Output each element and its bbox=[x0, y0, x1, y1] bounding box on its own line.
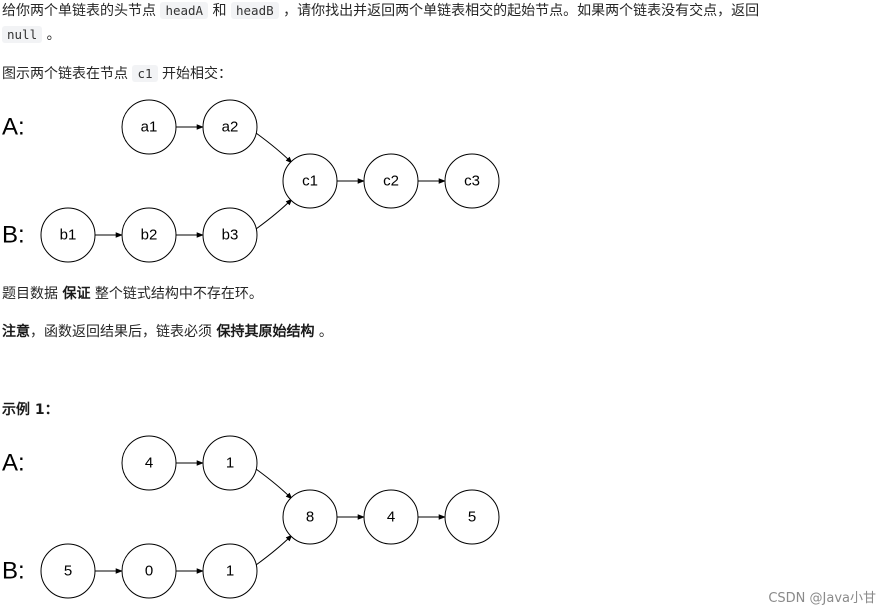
diagram1-list-b-node-2-label: b3 bbox=[222, 227, 239, 244]
diagram2-list-a-label: A: bbox=[2, 450, 25, 477]
diagram2-shared-node-2: 5 bbox=[444, 489, 500, 545]
diagram2-list-b-node-1: 0 bbox=[121, 543, 177, 599]
code-null: null bbox=[2, 26, 43, 43]
problem-intro-line1: 给你两个单链表的头节点 headA 和 headB ，请你找出并返回两个单链表相… bbox=[2, 2, 760, 19]
note-text: 注意，函数返回结果后，链表必须 保持其原始结构 。 bbox=[2, 324, 333, 340]
diagram1-list-a-node-1: a2 bbox=[202, 99, 258, 155]
diagram2-list-b-node-2: 1 bbox=[202, 543, 258, 599]
diagram2-shared-node-1-label: 4 bbox=[387, 509, 395, 526]
diagram1-list-b-node-1-circle bbox=[121, 207, 177, 263]
diagram2-list-a-node-1-circle bbox=[202, 435, 258, 491]
diagram1-shared-node-0-label: c1 bbox=[302, 173, 318, 190]
diagram1-list-a-node-0: a1 bbox=[121, 99, 177, 155]
diagram2-shared-node-1: 4 bbox=[363, 489, 419, 545]
diagram2-shared-node-0: 8 bbox=[282, 489, 338, 545]
diagram1-list-a-label: A: bbox=[2, 114, 25, 141]
diagram1-shared-node-2-label: c3 bbox=[464, 173, 480, 190]
guarantee-bold: 保证 bbox=[62, 286, 91, 302]
diagram2-shared-node-2-circle bbox=[444, 489, 500, 545]
diagram2-merge-edge-a bbox=[255, 468, 293, 500]
diagram1-list-a-node-0-circle bbox=[121, 99, 177, 155]
diagram1-list-b-node-2-circle bbox=[202, 207, 258, 263]
diagram2-shared-node-0-circle bbox=[282, 489, 338, 545]
diagram1-shared-node-1-circle bbox=[363, 153, 419, 209]
code-head-b: headB bbox=[231, 2, 279, 19]
diagram2-list-a-node-0-label: 4 bbox=[145, 455, 153, 472]
diagram2-list-a-node-1-label: 1 bbox=[226, 455, 234, 472]
diagram2-shared-node-1-circle bbox=[363, 489, 419, 545]
diagram2-list-b-label: B: bbox=[2, 558, 25, 585]
diagram1-list-b-node-1-label: b2 bbox=[141, 227, 158, 244]
diagram1-list-b-label: B: bbox=[2, 222, 25, 249]
example-1-title: 示例 1： bbox=[2, 402, 59, 418]
diagram2-list-a-node-1: 1 bbox=[202, 435, 258, 491]
guarantee-text: 题目数据 保证 整个链式结构中不存在环。 bbox=[2, 286, 263, 302]
diagram1-list-b-node-0-circle bbox=[40, 207, 96, 263]
diagram1-shared-node-2-circle bbox=[444, 153, 500, 209]
diagram1-list-b-node-0-label: b1 bbox=[60, 227, 77, 244]
diagram1-list-b-node-0: b1 bbox=[40, 207, 96, 263]
diagram1-list-a-node-0-label: a1 bbox=[141, 119, 158, 136]
diagram2-list-b-node-0-circle bbox=[40, 543, 96, 599]
diagram1-shared-node-2: c3 bbox=[444, 153, 500, 209]
diagram1-list-b-node-1: b2 bbox=[121, 207, 177, 263]
diagram1-shared-node-0-circle bbox=[282, 153, 338, 209]
problem-intro-line2: null 。 bbox=[2, 24, 61, 46]
code-node-c1: c1 bbox=[132, 65, 158, 82]
diagram2-list-b-node-1-circle bbox=[121, 543, 177, 599]
note-bold-structure: 保持其原始结构 bbox=[216, 324, 315, 340]
diagram2-list-b-node-0-label: 5 bbox=[64, 563, 72, 580]
diagram2-list-b-node-1-label: 0 bbox=[145, 563, 153, 580]
linked-list-diagram-1: a1 a2 b1 b2 b3 c1 c2 c3 A: B: bbox=[2, 99, 500, 263]
figure-caption: 图示两个链表在节点 c1 开始相交： bbox=[2, 65, 232, 82]
diagram2-list-b-node-2-circle bbox=[202, 543, 258, 599]
diagram2-list-a-node-0: 4 bbox=[121, 435, 177, 491]
linked-list-diagram-2: 4 1 5 0 1 8 4 5 A: B: bbox=[2, 435, 500, 599]
diagram1-merge-edge-a bbox=[255, 132, 293, 164]
diagram2-shared-node-0-label: 8 bbox=[306, 509, 314, 526]
diagram2-shared-node-2-label: 5 bbox=[468, 509, 476, 526]
diagram1-list-a-node-1-label: a2 bbox=[222, 119, 239, 136]
diagram1-shared-node-1: c2 bbox=[363, 153, 419, 209]
diagram1-list-a-node-1-circle bbox=[202, 99, 258, 155]
csdn-watermark: CSDN @Java小甘 bbox=[768, 591, 876, 606]
diagram2-list-a-node-0-circle bbox=[121, 435, 177, 491]
diagram2-list-b-node-2-label: 1 bbox=[226, 563, 234, 580]
diagram2-list-b-node-0: 5 bbox=[40, 543, 96, 599]
diagram2-merge-edge-b bbox=[255, 534, 293, 566]
diagram1-shared-node-0: c1 bbox=[282, 153, 338, 209]
code-head-a: headA bbox=[160, 2, 209, 19]
diagram1-shared-node-1-label: c2 bbox=[383, 173, 399, 190]
note-bold-label: 注意 bbox=[2, 324, 30, 340]
diagram1-list-b-node-2: b3 bbox=[202, 207, 258, 263]
diagram1-merge-edge-b bbox=[255, 198, 293, 230]
